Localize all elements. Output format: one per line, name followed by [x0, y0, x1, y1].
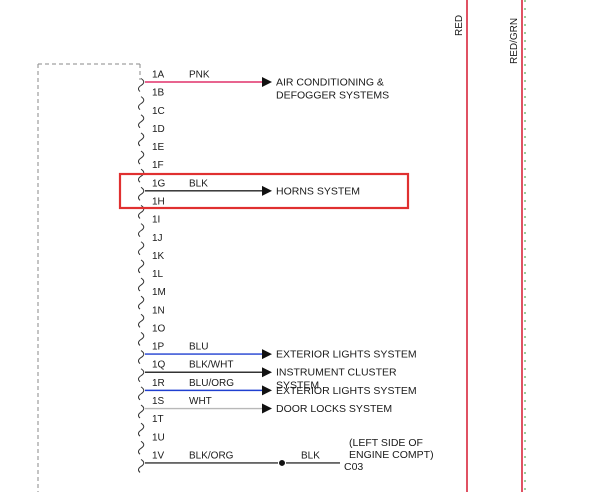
- pin-label: 1F: [152, 160, 164, 171]
- pin-terminal: [138, 295, 145, 310]
- horns-highlight-box: [118, 172, 410, 210]
- pin-label: 1I: [152, 215, 160, 226]
- pin-terminal: [138, 186, 145, 201]
- location-note: ENGINE COMPT): [349, 449, 434, 461]
- pin-label: 1D: [152, 124, 165, 135]
- pin-label: 1R: [152, 378, 165, 389]
- wire-color-label: WHT: [189, 396, 212, 407]
- pin-terminal: [138, 332, 145, 346]
- destination-label: HORNS SYSTEM: [276, 185, 360, 197]
- arrow-right-icon: [262, 403, 272, 414]
- rail-label: RED/GRN: [509, 18, 520, 64]
- arrow-right-icon: [262, 77, 272, 87]
- pin-label: 1L: [152, 269, 164, 280]
- pin-terminal: [138, 422, 145, 437]
- rail-label: RED: [454, 15, 465, 36]
- pin-label: 1P: [152, 342, 165, 353]
- pin-label: 1S: [152, 396, 165, 407]
- pin-terminal: [138, 404, 145, 419]
- pin-label: 1A: [152, 70, 165, 81]
- pin-terminal: [138, 440, 145, 455]
- arrow-right-icon: [262, 349, 272, 360]
- pin-terminal: [138, 168, 145, 183]
- wire-color-label: PNK: [189, 70, 210, 81]
- pin-label: 1N: [152, 305, 165, 316]
- circuit-1g: BLK HORNS SYSTEM: [145, 178, 360, 197]
- wire-color-label: BLK: [189, 178, 208, 189]
- wire-color-label: BLU: [189, 342, 208, 353]
- circuits: PNK AIR CONDITIONING &DEFOGGER SYSTEMS BLK…: [145, 70, 417, 415]
- destination-label: EXTERIOR LIGHTS SYSTEM: [276, 385, 417, 397]
- pin-label: 1K: [152, 251, 165, 262]
- circuit-1s: WHT DOOR LOCKS SYSTEM: [145, 396, 392, 415]
- pin-terminal: [138, 350, 145, 364]
- destination-label: DOOR LOCKS SYSTEM: [276, 403, 392, 415]
- pin-label: 1J: [152, 233, 163, 244]
- pin-terminal: [138, 132, 145, 147]
- wire-color-label: BLK/WHT: [189, 360, 233, 371]
- arrow-right-icon: [262, 385, 272, 396]
- pin-terminal: [138, 459, 145, 473]
- destination-label: DEFOGGER SYSTEMS: [276, 90, 389, 102]
- destination-label: SYSTEM: [276, 380, 319, 392]
- pin-label: 1T: [152, 414, 164, 425]
- arrow-right-icon: [262, 367, 272, 378]
- pin-label: 1M: [152, 287, 166, 298]
- pin-label: 1H: [152, 196, 165, 207]
- destination-label: AIR CONDITIONING &: [276, 77, 384, 89]
- circuit-1p: BLU EXTERIOR LIGHTS SYSTEM: [145, 342, 417, 361]
- wire-color-label: BLK/ORG: [189, 450, 234, 461]
- pin-terminal: [138, 114, 145, 129]
- wire-color-label: BLU/ORG: [189, 378, 234, 389]
- pin-terminal: [138, 368, 145, 383]
- arrow-right-icon: [262, 185, 272, 196]
- pin-label: 1V: [152, 450, 165, 461]
- location-note: (LEFT SIDE OF: [349, 437, 423, 449]
- pin-label: 1E: [152, 142, 165, 153]
- pin-label: 1C: [152, 106, 165, 117]
- splice-dot-icon: [279, 459, 285, 466]
- circuit-1a: PNK AIR CONDITIONING &DEFOGGER SYSTEMS: [145, 70, 389, 102]
- pin-label: 1B: [152, 88, 165, 99]
- pin-label: 1G: [152, 178, 166, 189]
- pin-terminal: [138, 78, 145, 92]
- connector-housing: [37, 63, 141, 492]
- power-rails: RED RED/GRN: [454, 0, 526, 492]
- circuit-1r: BLU/ORG EXTERIOR LIGHTS SYSTEM: [145, 378, 417, 397]
- pin-label: 1O: [152, 323, 166, 334]
- wire-color-label: BLK: [301, 450, 320, 461]
- pin-label: 1U: [152, 432, 165, 443]
- pin-terminal: [138, 259, 145, 274]
- pin-terminal: [138, 277, 145, 292]
- destination-label: EXTERIOR LIGHTS SYSTEM: [276, 349, 417, 361]
- connector-pins: 1A 1B 1C 1D 1E 1F 1G 1H 1I 1J 1K 1L 1M 1N 1O 1P 1Q 1R 1S 1T…: [138, 70, 166, 473]
- pin-terminal: [138, 386, 145, 401]
- pin-terminal: [138, 241, 145, 256]
- connector-id: C03: [344, 461, 363, 473]
- pin-terminal: [138, 150, 145, 165]
- pin-terminal: [138, 96, 145, 111]
- pin-label: 1Q: [152, 360, 166, 371]
- destination-label: INSTRUMENT CLUSTER: [276, 367, 397, 379]
- pin-terminal: [138, 313, 145, 328]
- pin-terminal: [138, 223, 145, 237]
